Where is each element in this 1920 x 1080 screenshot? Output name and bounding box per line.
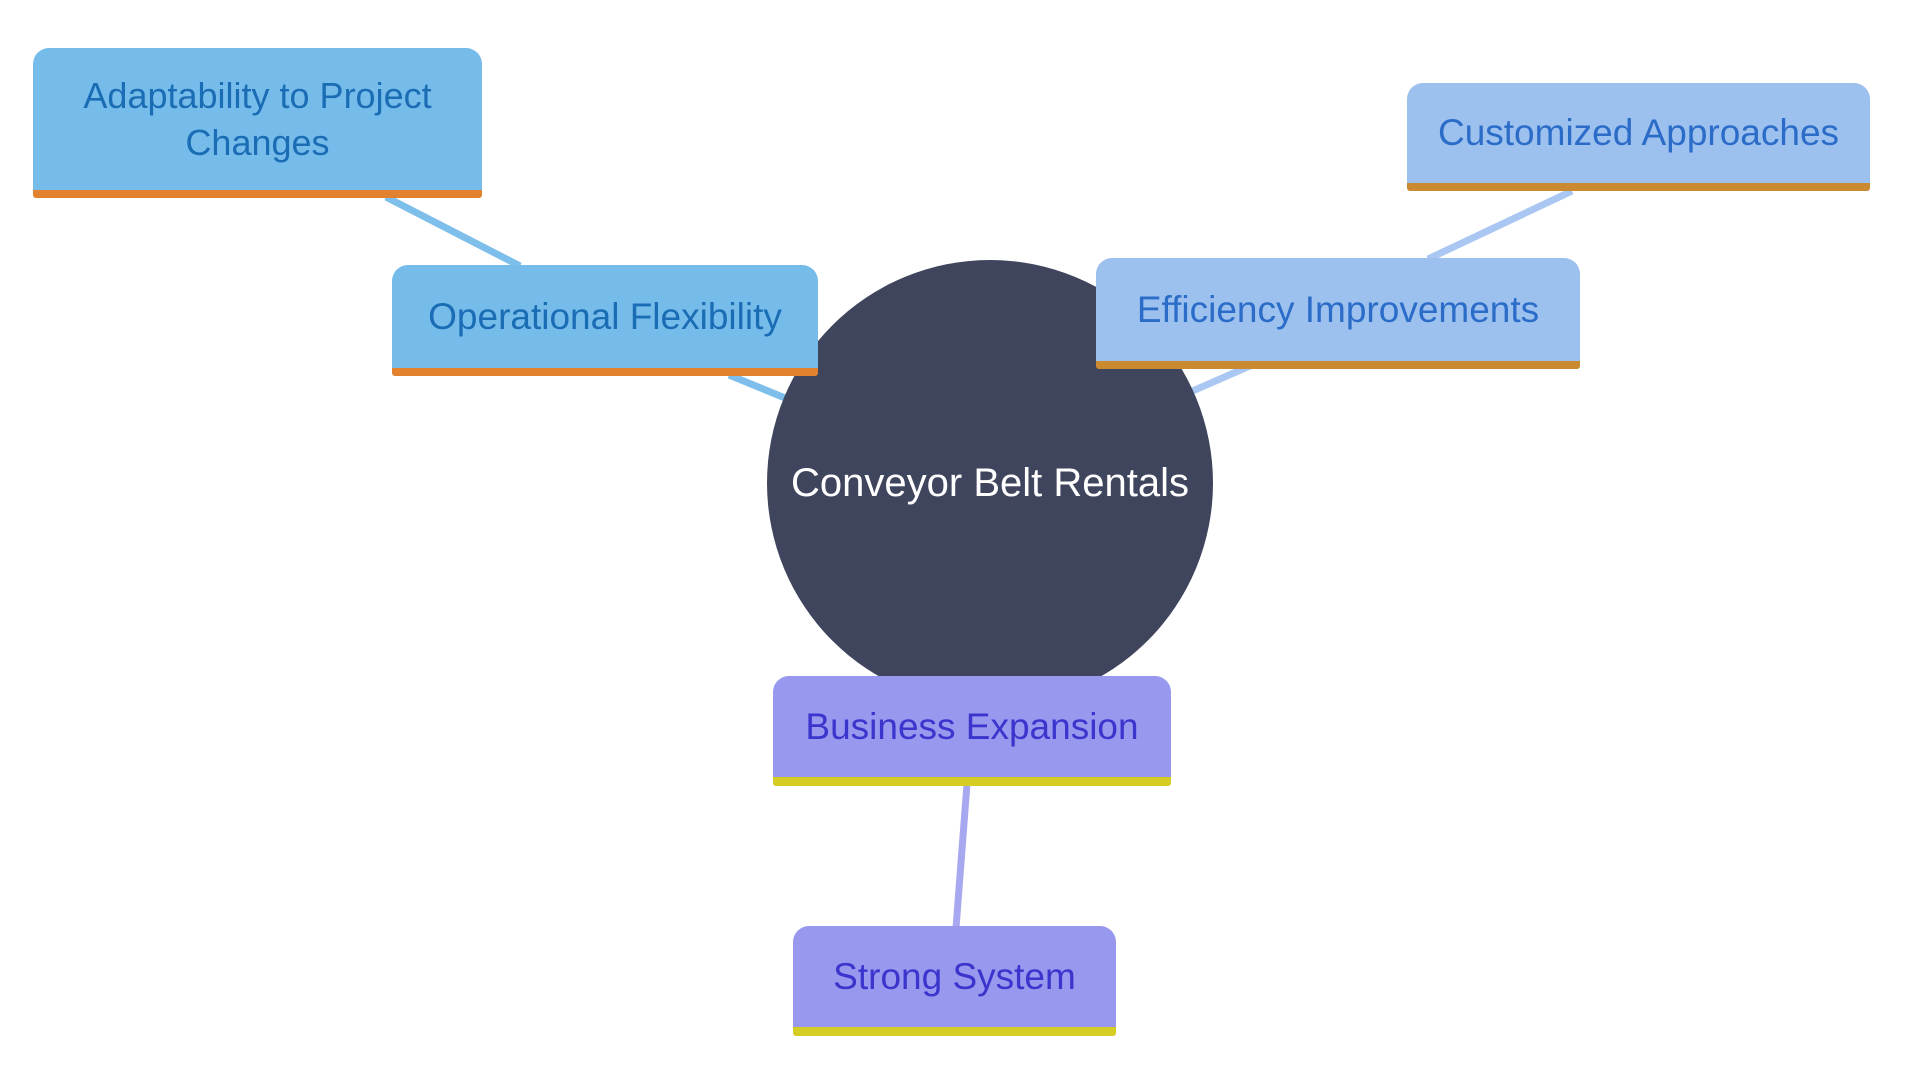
node-adaptability-to-project-changes: Adaptability to Project Changes — [33, 48, 482, 198]
root-node-label: Conveyor Belt Rentals — [791, 460, 1189, 505]
node-label: Customized Approaches — [1437, 112, 1840, 153]
node-operational-flexibility: Operational Flexibility — [392, 265, 818, 376]
edge-efficiency-customized — [1426, 187, 1574, 263]
node-label: Strong System — [833, 955, 1076, 997]
node-label: Adaptability to Project Changes — [83, 75, 432, 163]
edge-operational-adaptability — [384, 193, 522, 270]
node-strong-system: Strong System — [793, 926, 1116, 1036]
node-efficiency-improvements: Efficiency Improvements — [1096, 258, 1580, 369]
node-business-expansion: Business Expansion — [773, 676, 1171, 786]
node-label: Efficiency Improvements — [1136, 288, 1540, 330]
edge-business-strong — [952, 783, 971, 929]
node-label: Operational Flexibility — [428, 295, 782, 337]
node-label: Business Expansion — [805, 705, 1139, 747]
node-customized-approaches: Customized Approaches — [1407, 83, 1870, 191]
